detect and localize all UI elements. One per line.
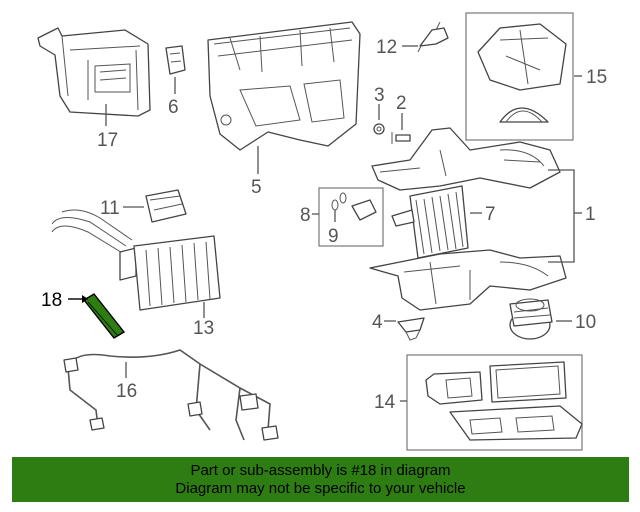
- part-18-cabin-filter[interactable]: [82, 293, 126, 339]
- callout-9: 9: [328, 226, 339, 247]
- part-3-grommet[interactable]: [373, 123, 385, 135]
- banner-line-2: Diagram may not be specific to your vehi…: [175, 480, 466, 497]
- callout-3: 3: [374, 85, 385, 106]
- callout-5: 5: [251, 177, 262, 198]
- part-9-o-rings[interactable]: [331, 192, 377, 221]
- callout-7: 7: [485, 204, 496, 225]
- callout-8: 8: [300, 205, 311, 226]
- part-14-door-kit[interactable]: [425, 361, 583, 441]
- part-11-control-module[interactable]: [145, 189, 187, 223]
- part-12-sensor[interactable]: [417, 21, 449, 53]
- part-10-blower-motor[interactable]: [509, 298, 553, 340]
- part-13-heater-core[interactable]: [51, 209, 221, 311]
- banner-line-1: Part or sub-assembly is #18 in diagram: [190, 462, 451, 479]
- part-1-upper-case[interactable]: [371, 127, 561, 191]
- part-17-vent-housing[interactable]: [37, 27, 151, 117]
- callout-17: 17: [97, 130, 118, 151]
- bracket-1: [548, 169, 575, 263]
- part-1-lower-case[interactable]: [369, 249, 567, 311]
- callout-4: 4: [372, 312, 383, 333]
- callout-6: 6: [168, 97, 179, 118]
- callout-13: 13: [193, 318, 214, 339]
- part-7-evaporator[interactable]: [391, 185, 469, 259]
- callout-16: 16: [116, 381, 137, 402]
- part-16-wiring-harness[interactable]: [63, 349, 279, 441]
- part-4-fitting[interactable]: [397, 317, 425, 341]
- callout-15: 15: [586, 67, 607, 88]
- part-5-hvac-case[interactable]: [207, 21, 361, 151]
- callout-10: 10: [575, 312, 596, 333]
- info-banner: Part or sub-assembly is #18 in diagram D…: [12, 457, 629, 502]
- part-6-connector[interactable]: [165, 45, 186, 75]
- callout-11: 11: [100, 198, 120, 219]
- part-2-screw[interactable]: [391, 132, 411, 144]
- callout-12: 12: [376, 37, 397, 58]
- callout-18: 18: [41, 290, 62, 311]
- part-15-blower-housing[interactable]: [477, 23, 567, 123]
- box-8: [318, 187, 384, 247]
- callout-14: 14: [374, 392, 396, 413]
- callout-1: 1: [585, 204, 596, 225]
- callout-2: 2: [396, 93, 407, 114]
